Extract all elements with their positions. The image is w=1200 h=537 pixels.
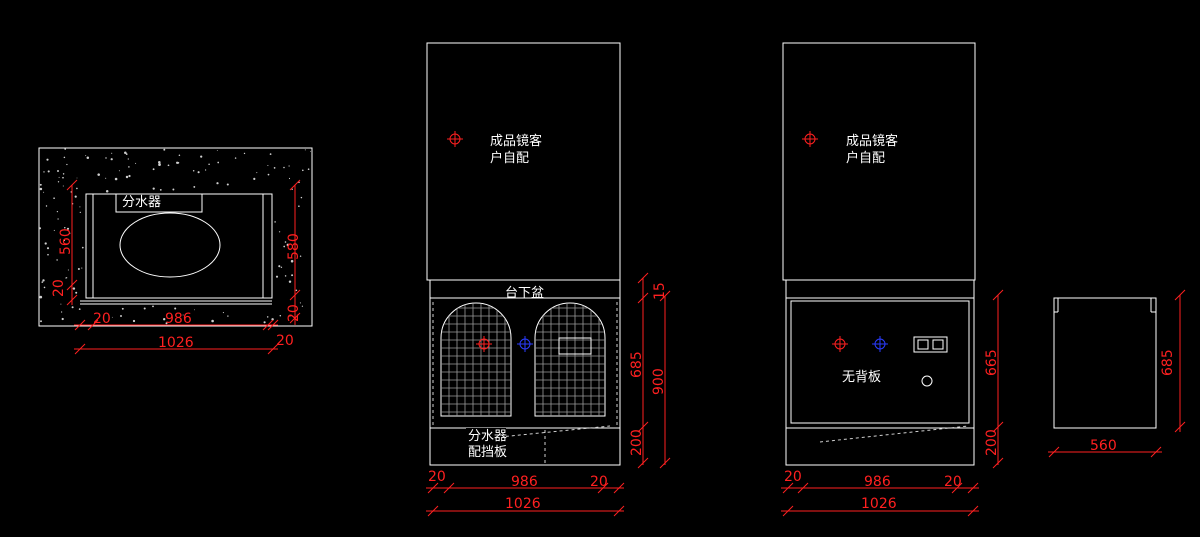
stone-texture (38, 148, 312, 325)
front-view-2: 成品镜客 户自配 无背板 665 200 20 (781, 42, 1004, 517)
basin-cutout (85, 193, 273, 299)
mirror2-label-line2: 户自配 (846, 150, 885, 166)
right-arch-door (534, 302, 606, 417)
dim-20-right: 20 (590, 474, 608, 490)
mirror2-label-line1: 成品镜客 (846, 133, 898, 149)
dim-580-right: 580 (286, 233, 302, 260)
mirror-label-line1: 成品镜客 (490, 133, 542, 149)
dim-15: 15 (652, 282, 668, 300)
dim-20-right-2: 20 (944, 474, 962, 490)
socket-box-2 (913, 336, 948, 353)
dim-20-left: 20 (428, 469, 446, 485)
dim-20-small-left: 20 (51, 279, 67, 297)
left-arch-door (440, 302, 512, 417)
front-view-1: 成品镜客 户自配 台下盆 分水器 配挡板 (426, 42, 671, 517)
dim-200: 200 (629, 429, 645, 456)
dim-20-edge-right: 20 (276, 333, 294, 349)
dim-685-side: 685 (1160, 349, 1176, 376)
mirror-marker (447, 131, 463, 147)
baffle-label: 配挡板 (468, 445, 507, 460)
drain-hole (921, 375, 933, 387)
basin-oval (119, 212, 221, 278)
left-door-grid (441, 303, 511, 416)
blue-marker (517, 336, 533, 352)
basin-marker (476, 336, 492, 352)
cabinet-interior-2 (790, 300, 970, 424)
dim-685: 685 (629, 351, 645, 378)
plan-view: 分水器 560 20 580 20 20 986 1026 20 (38, 147, 313, 355)
countertop-outline (38, 147, 313, 327)
dim-20-edge-left: 20 (93, 311, 111, 327)
dim-986-2: 986 (864, 474, 891, 490)
right-door-grid (535, 303, 605, 416)
dim-1026-2: 1026 (861, 496, 897, 512)
basin-label: 台下盆 (505, 286, 544, 301)
dim-560-left: 560 (58, 228, 74, 255)
marker-blue-2 (872, 336, 888, 352)
diverter-label-front: 分水器 (468, 429, 507, 444)
socket-box (558, 337, 592, 355)
side-cabinet (1053, 297, 1157, 429)
dim-665: 665 (984, 349, 1000, 376)
cabinet-body (429, 297, 621, 466)
diverter-box (115, 193, 203, 213)
no-back-label: 无背板 (842, 370, 881, 385)
mirror-marker-2 (802, 131, 818, 147)
mirror-label-line2: 户自配 (490, 150, 529, 166)
dim-20-left-2: 20 (784, 469, 802, 485)
dim-986-front: 986 (511, 474, 538, 490)
cabinet-body-2 (785, 279, 975, 466)
side-view: 685 560 (1048, 289, 1186, 458)
dim-1026: 1026 (158, 335, 194, 351)
plan-diverter-label: 分水器 (122, 195, 161, 210)
dim-1026-front: 1026 (505, 496, 541, 512)
dim-560-side: 560 (1090, 438, 1117, 454)
dim-20-small-right: 20 (286, 304, 302, 322)
dim-986: 986 (165, 311, 192, 327)
marker-red-2 (832, 336, 848, 352)
dim-900: 900 (651, 368, 667, 395)
dim-200-2: 200 (984, 429, 1000, 456)
